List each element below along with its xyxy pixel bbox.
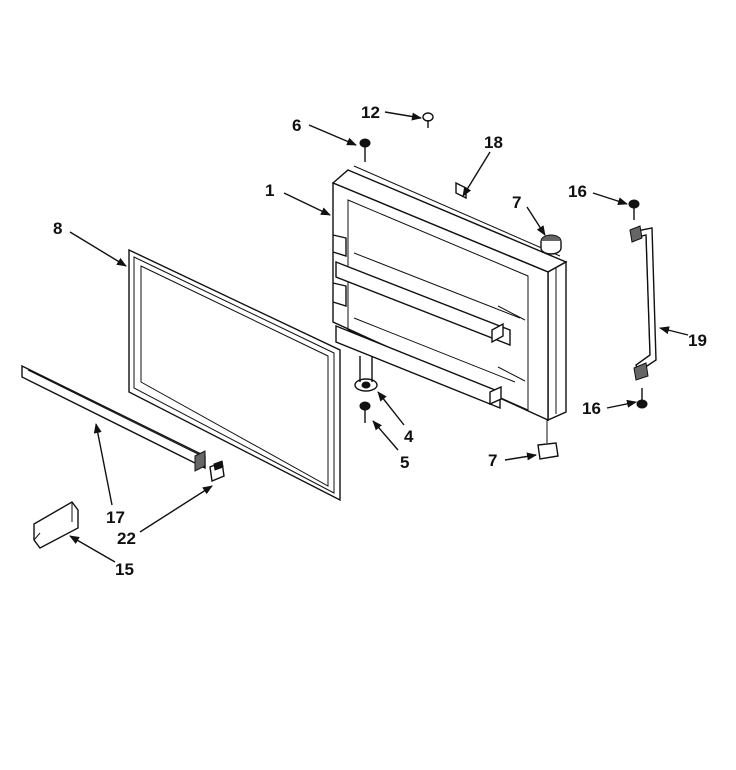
callout-22: 22 (117, 529, 136, 548)
screw-5 (359, 401, 371, 423)
hinge-cap-top (540, 234, 562, 255)
leader-lines (69, 111, 689, 563)
door-gasket (128, 248, 341, 502)
door-handle (629, 225, 657, 381)
callout-19: 19 (688, 331, 707, 350)
cover-part (33, 501, 79, 549)
callout-6: 6 (292, 116, 301, 135)
clip-18 (455, 181, 467, 200)
callout-7-top: 7 (512, 193, 521, 212)
screw-16-top (628, 199, 640, 220)
callout-16-top: 16 (568, 182, 587, 201)
clip-part (209, 460, 225, 482)
screw-6 (359, 138, 371, 162)
hinge-washer-4 (354, 356, 378, 392)
callout-5: 5 (400, 453, 409, 472)
callout-7-bottom: 7 (488, 451, 497, 470)
callout-8: 8 (53, 219, 62, 238)
callout-12: 12 (361, 103, 380, 122)
screw-16-bottom (636, 388, 648, 409)
callout-1: 1 (265, 181, 274, 200)
hinge-cap-bottom (537, 420, 559, 460)
trim-strip (21, 364, 206, 472)
callout-17: 17 (106, 508, 125, 527)
callout-15: 15 (115, 560, 134, 579)
screw-12 (422, 112, 434, 128)
door-panel (331, 165, 568, 422)
callout-16-bottom: 16 (582, 399, 601, 418)
callout-4: 4 (404, 427, 414, 446)
callout-18: 18 (484, 133, 503, 152)
